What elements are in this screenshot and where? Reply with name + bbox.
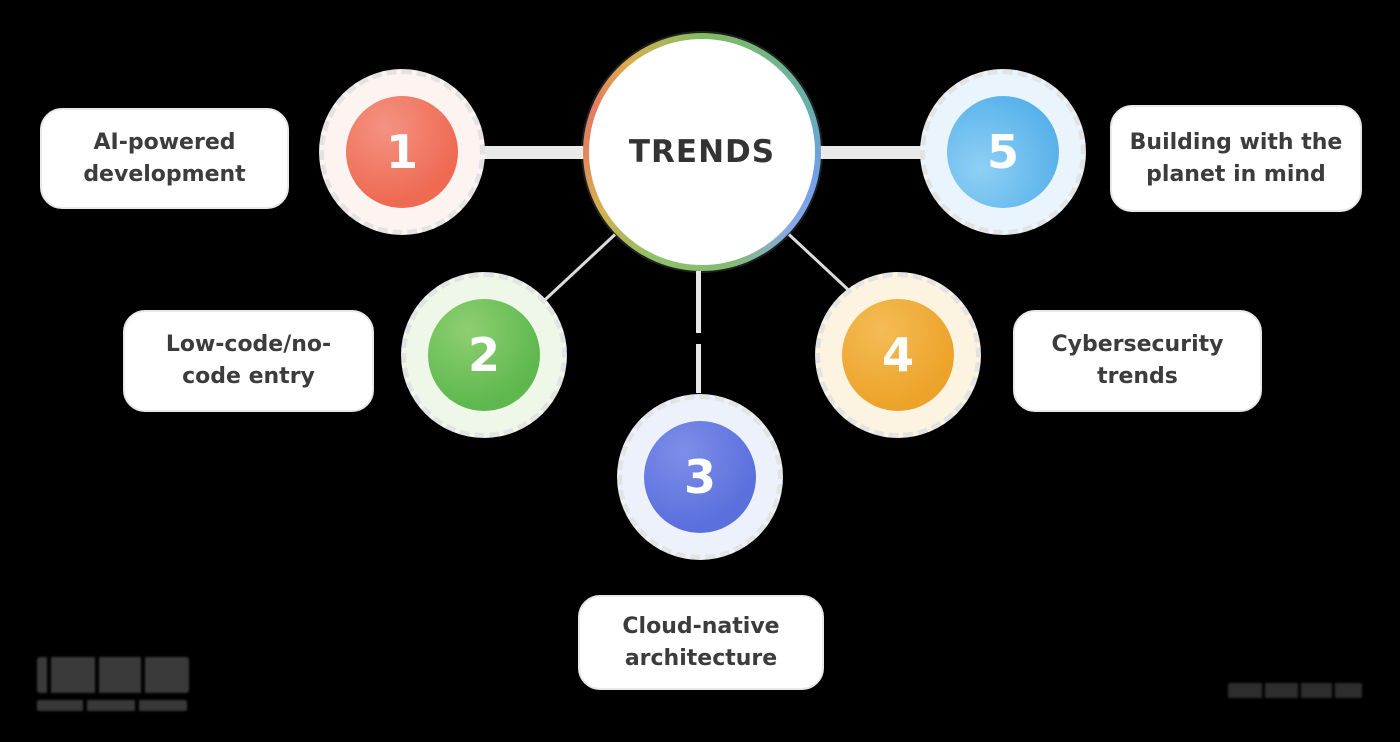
node-ring-4: 4 [815, 272, 981, 438]
node-ring-3: 3 [617, 394, 783, 560]
label-text-4: Cybersecurity trends [1051, 332, 1224, 389]
node-circle-3: 3 [644, 421, 756, 533]
node-number-4: 4 [881, 328, 914, 382]
label-text-3: Cloud-native architecture [622, 613, 780, 671]
label-text-5: Building with the planet in mind [1129, 129, 1343, 187]
label-box-cloud-native-architecture: Cloud-native architecture [578, 595, 824, 690]
connector-center-to-node5 [814, 146, 924, 159]
node-circle-2: 2 [428, 299, 540, 411]
center-circle: TRENDS [583, 33, 821, 271]
node-number-3: 3 [683, 450, 716, 504]
connector-center-to-node3-upper [696, 271, 701, 333]
center-circle-inner: TRENDS [589, 39, 815, 265]
watermark-bottom-right-text [1228, 683, 1362, 698]
label-box-low-code-no-code: Low-code/no-code entry [123, 310, 374, 412]
node-circle-5: 5 [947, 96, 1059, 208]
node-number-2: 2 [467, 328, 500, 382]
connector-center-to-node2 [543, 233, 617, 302]
node-number-5: 5 [986, 125, 1019, 179]
connector-center-to-node1 [482, 146, 588, 159]
node-ring-5: 5 [920, 69, 1086, 235]
node-circle-4: 4 [842, 299, 954, 411]
node-number-1: 1 [385, 125, 418, 179]
label-text-1: AI-powered development [83, 129, 246, 187]
label-box-ai-powered-development: AI-powered development [40, 108, 289, 209]
watermark-bottom-left-tagline [37, 700, 187, 711]
node-ring-2: 2 [401, 272, 567, 438]
connector-center-to-node3-lower [696, 344, 701, 393]
label-text-2: Low-code/no-code entry [165, 332, 332, 389]
watermark-bottom-left-logo [37, 657, 189, 693]
center-title: TRENDS [628, 134, 776, 170]
node-ring-1: 1 [319, 69, 485, 235]
label-box-building-with-planet-in-mind: Building with the planet in mind [1110, 105, 1362, 212]
label-box-cybersecurity-trends: Cybersecurity trends [1013, 310, 1262, 412]
node-circle-1: 1 [346, 96, 458, 208]
